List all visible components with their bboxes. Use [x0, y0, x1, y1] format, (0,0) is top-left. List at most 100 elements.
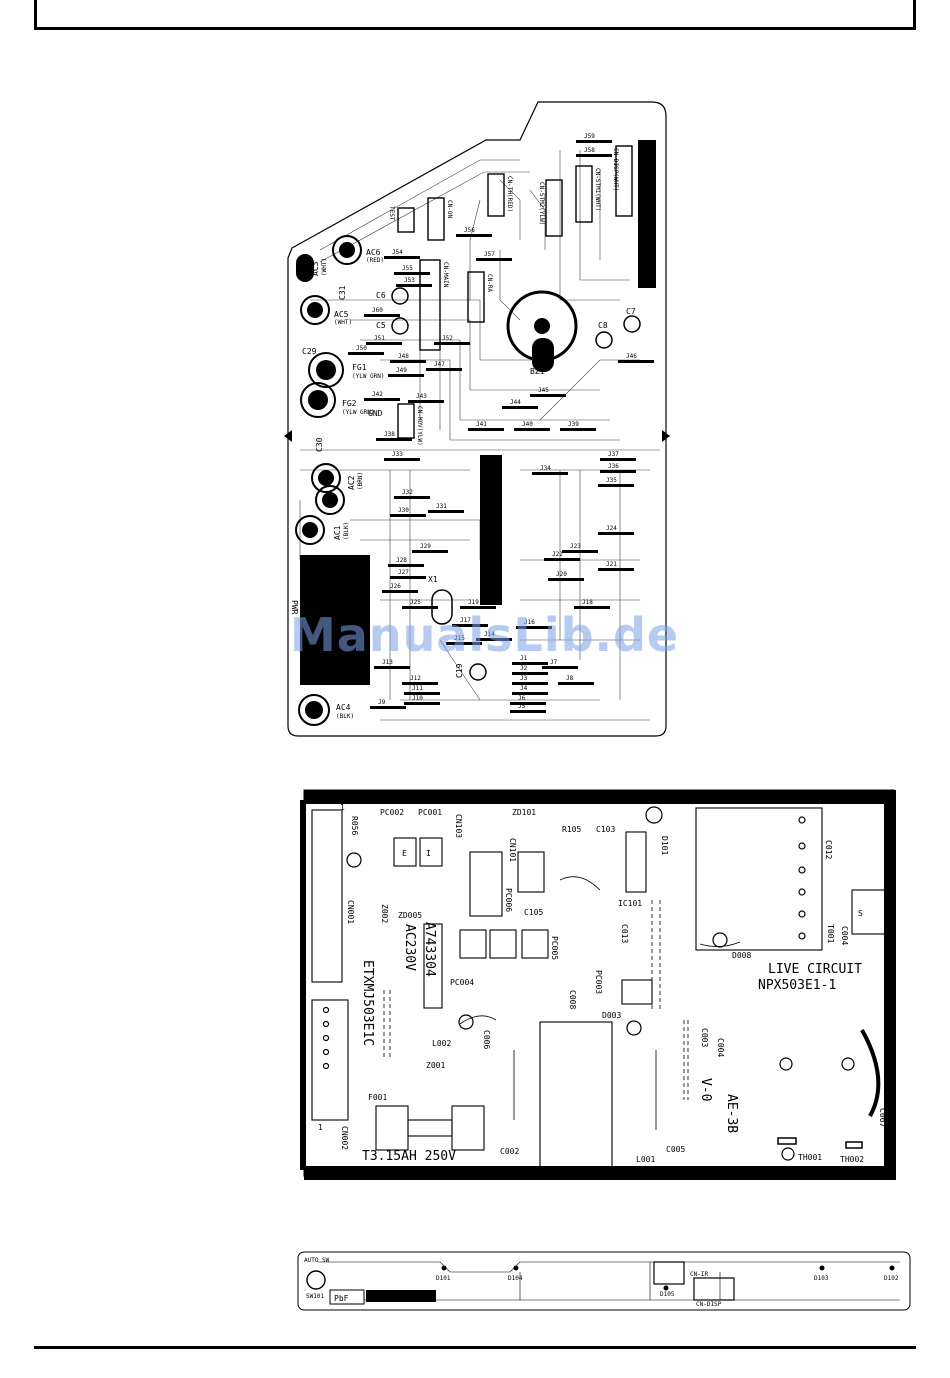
- label-live-circuit: LIVE CIRCUIT: [768, 962, 862, 977]
- label-th001: TH001: [798, 1153, 822, 1162]
- label-pin1-cn001: 1: [340, 803, 345, 812]
- label-r105: R105: [562, 825, 581, 834]
- jumper-label-j29: J29: [420, 543, 431, 550]
- label-c003: C003: [700, 1028, 709, 1047]
- label-cn-disp-bottom: CN-DISP: [696, 1301, 722, 1308]
- jumper-bar-j6: [510, 702, 546, 705]
- power-pcb-blocks: [311, 807, 887, 1171]
- label-d102: D102: [884, 1275, 899, 1282]
- jumper-bar-j5: [510, 710, 546, 713]
- jumper-label-j58: J58: [584, 147, 595, 154]
- jumper-bar-j18: [574, 606, 610, 609]
- label-th002: TH002: [840, 1155, 864, 1164]
- jumper-label-j60: J60: [372, 307, 383, 314]
- power-pcb-top-strip: [304, 790, 894, 804]
- jumper-label-j49: J49: [396, 367, 407, 374]
- cap-c19: [469, 663, 487, 681]
- label-auto-sw: AUTO SW: [304, 1257, 330, 1264]
- terminal-fg1: [308, 352, 344, 388]
- auto-switch[interactable]: [306, 1270, 326, 1290]
- jumper-label-j48: J48: [398, 353, 409, 360]
- jumper-bar-j27: [390, 576, 426, 579]
- jumper-label-j10: J10: [412, 695, 423, 702]
- jumper-label-j13: J13: [382, 659, 393, 666]
- label-model: ETXMJ503E1C: [360, 960, 375, 1046]
- label-cn002: CN002: [340, 1126, 349, 1150]
- label-ac1-color: (BLK): [343, 522, 350, 540]
- display-connector: [693, 1277, 735, 1301]
- power-pcb-labels: R056 PC002 PC001 CN103 CN101 ZD101 R105 …: [318, 803, 887, 1164]
- jumper-bar-j32: [394, 496, 430, 499]
- jumper-bar-j30: [390, 514, 426, 517]
- label-c012: C012: [824, 840, 833, 859]
- jumper-bar-j22: [544, 558, 580, 561]
- label-z002: Z002: [380, 904, 389, 923]
- jumper-label-j8: J8: [566, 675, 574, 682]
- jumper-bar-j7: [542, 666, 578, 669]
- jumper-label-j53: J53: [404, 277, 415, 284]
- jumper-label-j12: J12: [410, 675, 421, 682]
- label-ac2-color: (BRN): [357, 472, 364, 490]
- jumper-bar-j47: [426, 368, 462, 371]
- label-cn-mov: CN-MOV(YLW): [416, 406, 423, 446]
- jumper-bar-j17: [452, 624, 488, 627]
- jumper-bar-j55: [394, 272, 430, 275]
- jumper-label-j26: J26: [390, 583, 401, 590]
- connector-cn-on: [427, 197, 445, 241]
- jumper-bar-j23: [562, 550, 598, 553]
- label-t001: T001: [826, 924, 835, 943]
- label-c31: C31: [338, 285, 347, 300]
- label-test: TEST: [388, 206, 395, 221]
- connector-test: [397, 207, 415, 233]
- label-ac6-color: (RED): [366, 257, 384, 264]
- jumper-label-j35: J35: [606, 477, 617, 484]
- label-c008: C008: [568, 990, 577, 1009]
- jumper-bar-j31: [428, 510, 464, 513]
- jumper-bar-j19: [460, 606, 496, 609]
- jumper-bar-j34: [532, 472, 568, 475]
- jumper-bar-j52: [434, 342, 470, 345]
- jumper-bar-j1: [512, 662, 548, 665]
- ir-receiver: [653, 1261, 685, 1285]
- power-pcb-right-strip: [884, 790, 896, 1180]
- label-ic101: IC101: [618, 899, 642, 908]
- display-connector-block: [638, 140, 656, 288]
- jumper-label-j52: J52: [442, 335, 453, 342]
- jumper-bar-j37: [600, 458, 636, 461]
- label-fg2-color: (YLW GRN): [342, 409, 375, 416]
- label-fg1-color: (YLW GRN): [352, 373, 385, 380]
- jumper-label-j14: J14: [484, 631, 495, 638]
- jumper-bar-j3: [512, 682, 548, 685]
- jumper-bar-j50: [348, 352, 384, 355]
- jumper-bar-j4: [512, 692, 548, 695]
- buzzer-bz1: [506, 290, 578, 372]
- jumper-label-j24: J24: [606, 525, 617, 532]
- jumper-bar-j15: [446, 642, 482, 645]
- jumper-bar-j49: [388, 374, 424, 377]
- jumper-bar-j56: [456, 234, 492, 237]
- jumper-label-j44: J44: [510, 399, 521, 406]
- label-sw: SW101: [306, 1293, 324, 1300]
- label-f001: F001: [368, 1093, 387, 1102]
- label-c005: C005: [666, 1145, 685, 1154]
- label-d101: D101: [660, 836, 669, 855]
- label-v0: V-0: [698, 1078, 713, 1101]
- terminal-fg2: [300, 382, 336, 418]
- label-c103: C103: [596, 825, 615, 834]
- connector-cn-ra: [467, 271, 485, 323]
- jumper-bar-j2: [512, 672, 548, 675]
- jumper-bar-j46: [618, 360, 654, 363]
- jumper-bar-j41: [468, 428, 504, 431]
- jumper-bar-j35: [598, 484, 634, 487]
- jumper-bar-j54: [384, 256, 420, 259]
- jumper-bar-j11: [404, 692, 440, 695]
- label-gnd: GND: [368, 409, 383, 418]
- label-ac5-color: (WHT): [334, 319, 352, 326]
- jumper-bar-j20: [548, 578, 584, 581]
- label-pc003: PC003: [594, 970, 603, 994]
- ac3-terminal-pad: [296, 254, 314, 282]
- label-c19: C19: [455, 663, 464, 678]
- label-c29: C29: [302, 347, 317, 356]
- cap-c8: [595, 331, 613, 349]
- jumper-label-j19: J19: [468, 599, 479, 606]
